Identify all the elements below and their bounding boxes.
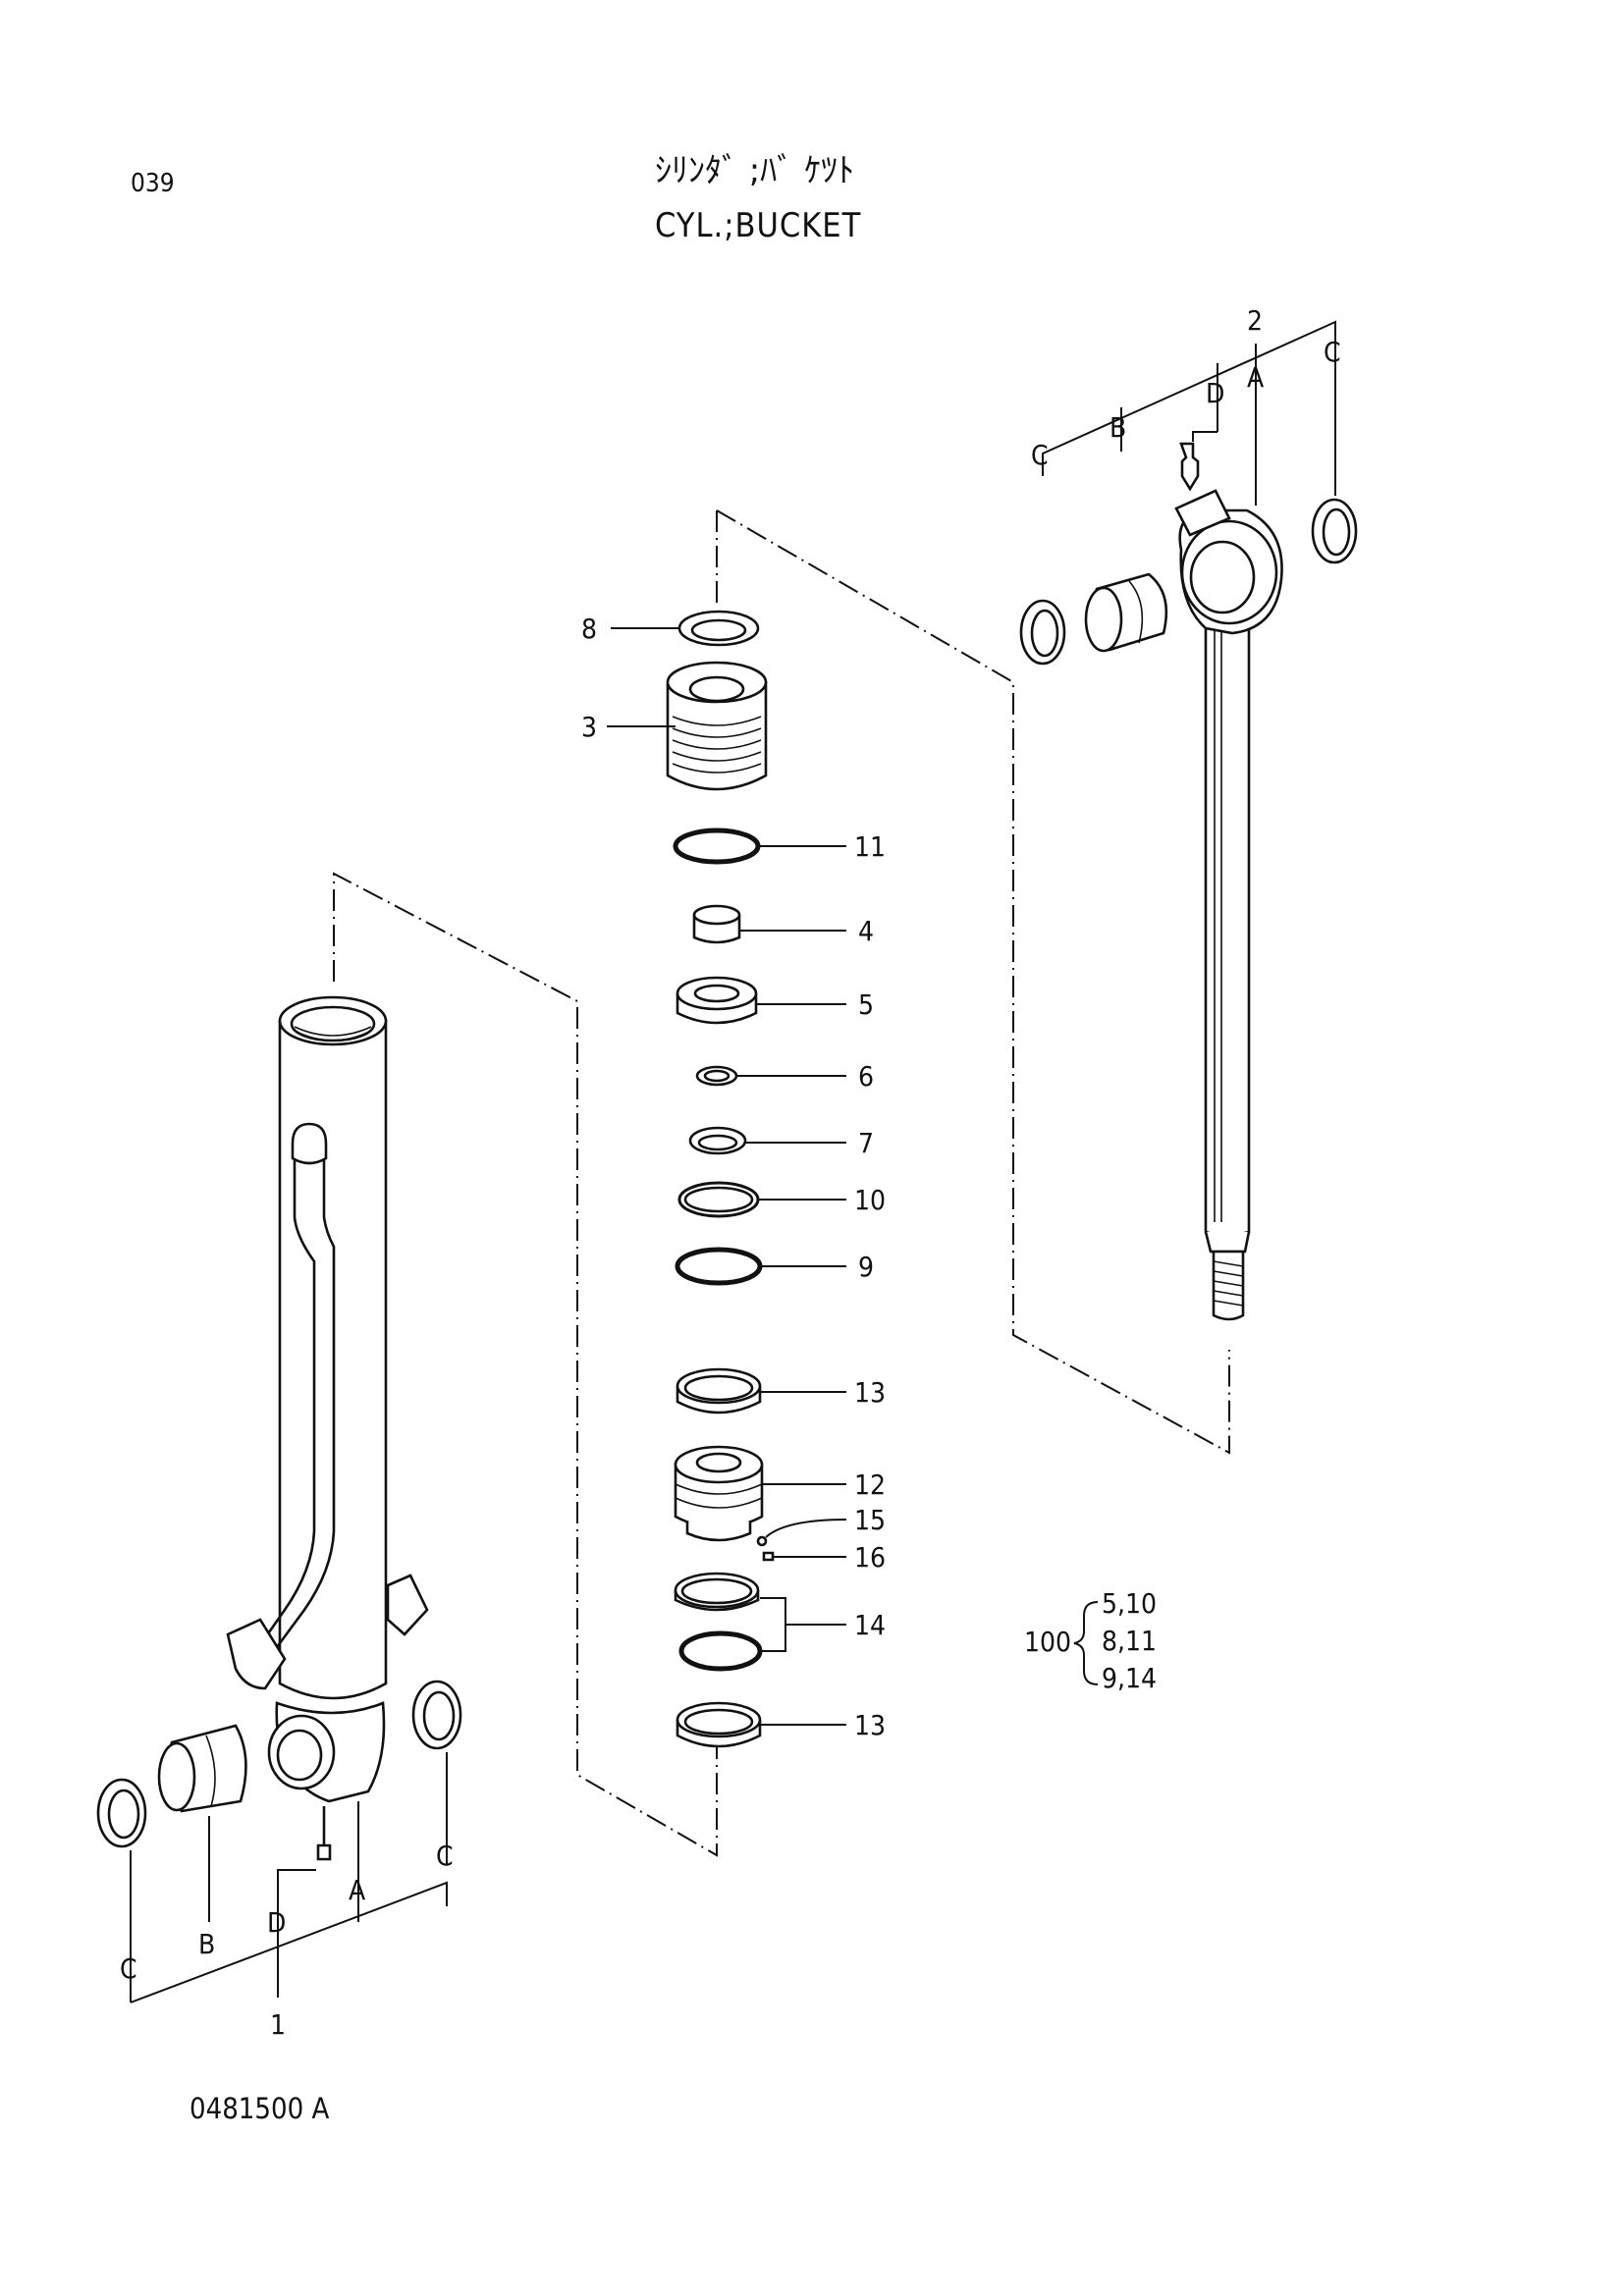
rod-to-parts-connector <box>716 509 1230 1455</box>
part-12-nose <box>685 1522 752 1542</box>
part-7-inner <box>697 1134 738 1151</box>
seal-kit-note: 100 5,10 8,11 9,14 <box>1024 1587 1157 1694</box>
tube-bushing-groove <box>205 1735 216 1807</box>
callout-9: 9 <box>858 1251 874 1283</box>
tube-dust-seal-right-inner <box>422 1690 456 1741</box>
rod-label-D: D <box>1206 377 1224 409</box>
title-english: CYL.;BUCKET <box>655 206 862 245</box>
drawing-number: 0481500 A <box>189 2092 330 2125</box>
part-13-upper-inner <box>683 1374 754 1402</box>
page-number: 039 <box>131 169 175 198</box>
seal-stack-group: 8 3 11 4 5 6 7 10 9 13 12 15 16 14 13 <box>581 610 886 1748</box>
callout-13-upper: 13 <box>854 1376 886 1409</box>
rod-eye-bore-inner <box>1189 540 1256 614</box>
tube-lug <box>386 1574 429 1636</box>
cylinder-tube-group: 1 A B C C D <box>96 995 462 2041</box>
leader-15 <box>765 1519 847 1538</box>
rod-label-B: B <box>1109 411 1126 444</box>
callout-8: 8 <box>581 613 597 645</box>
rod-grease-boss <box>1174 489 1231 537</box>
part-12-grooves <box>675 1483 763 1509</box>
rod-thread-lines <box>1213 1260 1244 1307</box>
callout-7: 7 <box>858 1127 874 1159</box>
tube-label-A: A <box>349 1874 366 1906</box>
tube-d-leader <box>277 1869 316 1939</box>
tube-grease-nipple <box>316 1806 332 1861</box>
rod-label-A: A <box>1247 361 1265 394</box>
rod-bushing-end <box>1084 586 1123 653</box>
part-9-o-ring <box>675 1247 763 1286</box>
tube-label-B: B <box>198 1928 215 1960</box>
callout-16: 16 <box>854 1541 886 1574</box>
part-16-set-screw <box>762 1551 775 1562</box>
rod-grease-nipple <box>1179 442 1200 492</box>
part-12-bore <box>695 1452 742 1473</box>
tube-end-bore-inner <box>276 1729 323 1782</box>
kit-line-1: 5,10 <box>1102 1587 1157 1620</box>
rod-highlight <box>1214 599 1222 1222</box>
rod-dust-seal-right-inner <box>1322 507 1351 557</box>
rod-label-C-left: C <box>1031 439 1049 471</box>
part-8-inner <box>690 618 747 642</box>
kit-line-2: 8,11 <box>1102 1625 1157 1657</box>
part-5-bore <box>693 984 740 1003</box>
callout-12: 12 <box>854 1468 886 1501</box>
callout-13-lower: 13 <box>854 1709 886 1741</box>
kit-brace <box>1073 1601 1099 1685</box>
part-15-steel-ball <box>756 1535 768 1547</box>
part-10-inner <box>683 1186 754 1213</box>
rod-bushing-groove <box>1128 580 1144 644</box>
part-14-o-ring <box>678 1630 763 1672</box>
callout-5: 5 <box>858 988 874 1021</box>
callout-11: 11 <box>854 830 886 863</box>
rod-assembly-group: 2 A B C C D <box>1019 304 1358 1321</box>
rod-bracket <box>1042 320 1336 506</box>
callout-3: 3 <box>581 711 597 743</box>
part-13-upper-top <box>676 1367 762 1405</box>
kit-line-3: 9,14 <box>1102 1662 1157 1694</box>
part-13-lower-inner <box>683 1708 754 1735</box>
part-3-thread-lines <box>672 716 762 774</box>
callout-2: 2 <box>1247 304 1263 337</box>
tube-label-D: D <box>267 1906 286 1939</box>
part-4-top <box>692 904 741 926</box>
callout-6: 6 <box>858 1060 874 1093</box>
tube-bracket <box>130 1752 448 2003</box>
part-3-bore <box>688 675 745 703</box>
callout-4: 4 <box>858 915 874 947</box>
tube-pipe <box>255 1139 316 1650</box>
rod-taper <box>1204 1231 1251 1254</box>
rod-d-leader <box>1192 431 1217 442</box>
callout-10: 10 <box>854 1184 886 1216</box>
callout-1: 1 <box>270 2008 286 2041</box>
tube-label-C-left: C <box>120 1952 137 1985</box>
tube-pipe-cap <box>291 1122 328 1165</box>
tube-pipe-block <box>226 1618 287 1690</box>
rod-dust-seal-left-inner <box>1030 609 1059 658</box>
callout-14: 14 <box>854 1609 886 1641</box>
tube-pipe-outer <box>275 1139 336 1648</box>
callout-15: 15 <box>854 1504 886 1536</box>
part-14-seal-inner <box>680 1577 753 1605</box>
piston-rod <box>1204 587 1251 1237</box>
tube-to-parts-connector <box>333 872 718 1857</box>
tube-label-C-right: C <box>436 1840 454 1872</box>
tube-bushing-end <box>157 1741 196 1812</box>
tube-dust-seal-left-inner <box>107 1789 140 1840</box>
tube-mouth-threads <box>294 1026 372 1041</box>
part-11-o-ring <box>673 828 761 865</box>
part-3-rod-cover <box>666 680 768 791</box>
kit-number: 100 <box>1024 1626 1071 1658</box>
leader-14 <box>760 1597 846 1652</box>
part-13-lower-top <box>676 1701 762 1738</box>
rod-label-C-right: C <box>1324 336 1341 368</box>
part-6-inner <box>703 1069 730 1083</box>
title-japanese: ｼﾘﾝﾀﾞ ;ﾊﾞ ｹﾂﾄ <box>655 151 855 190</box>
